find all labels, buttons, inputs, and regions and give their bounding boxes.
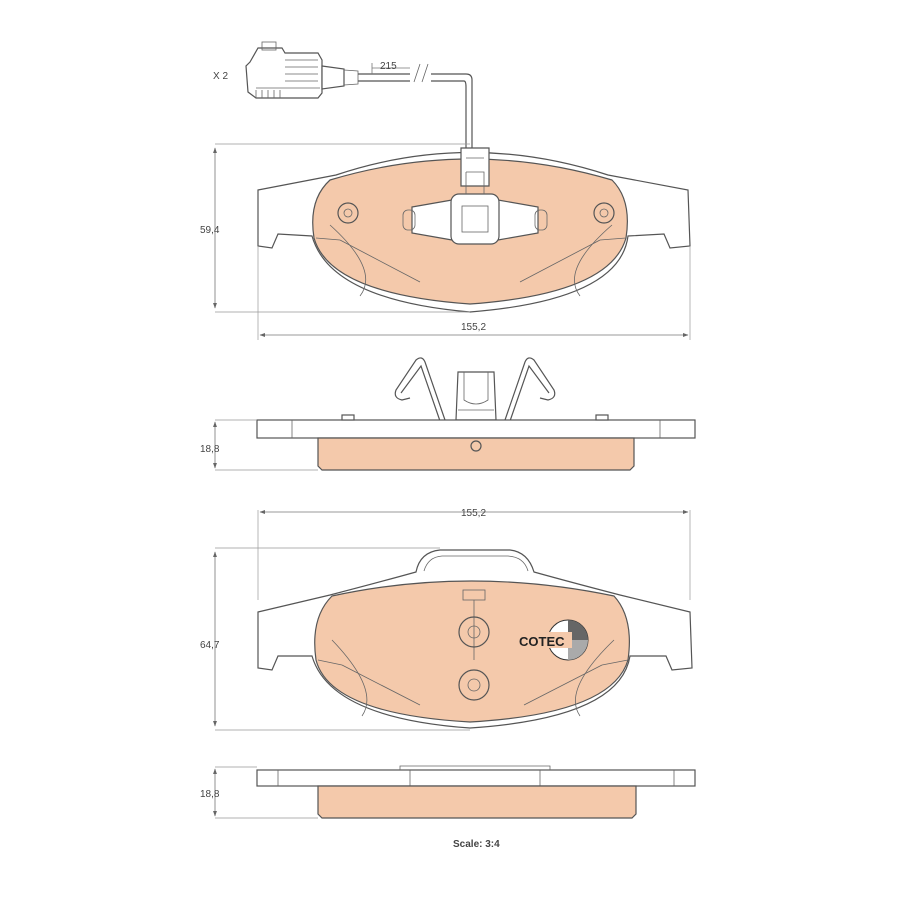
pad2-width-label: 155,2 bbox=[461, 508, 486, 519]
pad1-width-label: 155,2 bbox=[461, 322, 486, 333]
cotec-logo-icon: COTEC bbox=[516, 619, 589, 661]
pad1-thickness-label: 18,8 bbox=[200, 444, 220, 455]
anti-rattle-spring-icon bbox=[394, 357, 556, 422]
sensor-quantity-label: X 2 bbox=[213, 71, 228, 82]
pad1-height-label: 59,4 bbox=[200, 225, 220, 236]
pad1-side-view bbox=[256, 357, 696, 471]
pad2-thickness-label: 18,8 bbox=[200, 789, 220, 800]
pad2-friction bbox=[314, 580, 630, 723]
cotec-logo-text: COTEC bbox=[519, 634, 565, 649]
pad2-side-friction bbox=[317, 785, 637, 819]
cable-length-label: 215 bbox=[380, 61, 397, 72]
pad1-side-friction bbox=[317, 437, 635, 471]
pad2-front-view: COTEC bbox=[257, 549, 693, 729]
pad1-front-view bbox=[257, 147, 691, 313]
pad2-side-view bbox=[256, 765, 696, 819]
pad2-height-label: 64,7 bbox=[200, 640, 220, 651]
wear-sensor-icon bbox=[245, 41, 473, 150]
scale-label: Scale: 3:4 bbox=[453, 839, 500, 850]
